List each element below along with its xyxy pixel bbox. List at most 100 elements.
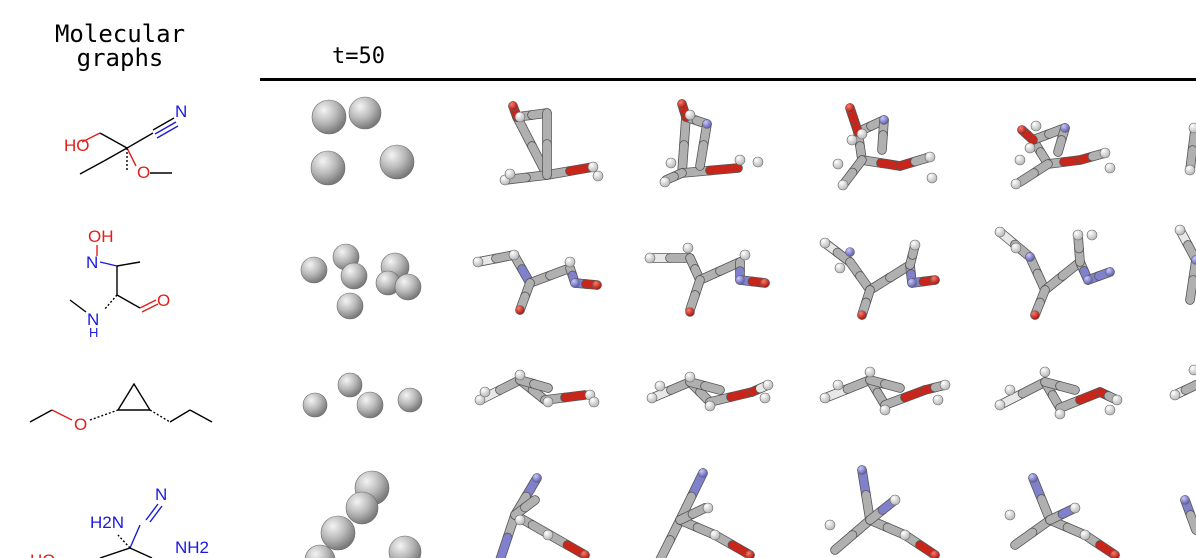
bond <box>706 164 742 175</box>
atom <box>735 275 745 285</box>
atom <box>1054 408 1066 420</box>
column-title: Molecular graphs <box>54 20 186 72</box>
atom <box>474 394 486 406</box>
atom-sphere <box>348 96 382 130</box>
bond <box>1181 381 1196 394</box>
atom <box>592 170 604 182</box>
atom <box>1104 404 1116 416</box>
atom <box>834 262 846 274</box>
atom <box>1010 242 1022 254</box>
stick-model-row4-d <box>1004 473 1120 558</box>
atom <box>588 396 600 408</box>
atom <box>819 237 831 249</box>
atom <box>1180 495 1190 505</box>
atom <box>1039 366 1051 378</box>
stick-model-row2-d <box>994 226 1115 320</box>
atom <box>760 278 770 288</box>
atom <box>759 392 771 404</box>
atom <box>1083 275 1093 285</box>
atom <box>845 103 855 113</box>
graph-4-label-ho: HO <box>30 551 56 558</box>
atom <box>879 404 891 416</box>
stick-model-row4-b <box>655 468 755 558</box>
atom <box>734 154 746 166</box>
bond <box>831 531 857 554</box>
atom <box>479 386 491 398</box>
atom <box>514 369 526 381</box>
atom <box>1069 502 1081 514</box>
atom <box>932 394 944 406</box>
atom <box>684 109 696 121</box>
bond <box>1016 169 1038 186</box>
atom <box>1024 142 1036 154</box>
atom-sphere <box>300 256 328 284</box>
atom <box>570 278 580 288</box>
atom <box>846 134 858 146</box>
graph-4-label-nh2: NH2 <box>175 538 209 557</box>
stick-model-row1-e <box>1184 122 1196 176</box>
atom <box>654 380 666 392</box>
atom <box>1105 267 1115 277</box>
atom <box>864 366 876 378</box>
atom-sphere <box>388 535 422 558</box>
atom <box>1191 255 1196 265</box>
atom-sphere <box>379 144 415 180</box>
atom <box>1086 229 1098 241</box>
sphere-cluster-row2 <box>300 243 422 320</box>
atom <box>1184 164 1196 176</box>
atom <box>677 99 687 109</box>
atom <box>1017 125 1027 135</box>
stick-model-row4-a <box>495 473 590 558</box>
atom <box>702 119 712 129</box>
atom <box>514 514 526 526</box>
atom <box>1104 162 1116 174</box>
atom <box>684 371 696 383</box>
atom <box>587 161 599 173</box>
atom <box>924 151 936 163</box>
bond <box>496 533 512 558</box>
graph-4-label-n: N <box>155 485 167 504</box>
stick-model-row3-e <box>1169 364 1196 401</box>
atom <box>739 249 751 261</box>
graph-2-label-oh: OH <box>88 227 114 246</box>
atom <box>832 158 844 170</box>
atom <box>685 307 695 317</box>
stick-model-row2-b <box>644 242 770 317</box>
atom <box>472 256 484 268</box>
atom <box>1174 224 1186 236</box>
atom <box>939 379 951 391</box>
bond <box>701 382 724 394</box>
atom <box>857 310 867 320</box>
atom <box>702 502 714 514</box>
atom <box>508 101 518 111</box>
bond <box>1186 276 1196 304</box>
atom <box>704 400 716 412</box>
sphere-cluster-row4 <box>304 470 422 558</box>
atom-sphere <box>302 392 328 418</box>
atom <box>542 529 554 541</box>
graph-2-label-n-top: N <box>86 253 98 272</box>
atom <box>930 275 940 285</box>
atom <box>1010 178 1022 190</box>
atom <box>646 392 658 404</box>
stick-model-row1-b <box>659 99 764 188</box>
atom <box>580 550 590 558</box>
bond <box>521 496 539 512</box>
graph-3-label-o: O <box>74 415 87 434</box>
atom <box>542 396 554 408</box>
stick-model-row2-e <box>1174 224 1196 305</box>
atom <box>698 468 708 478</box>
atom <box>907 278 917 288</box>
bond <box>1186 511 1196 534</box>
graph-1-label-ho: HO <box>64 136 90 155</box>
atom-sphere <box>310 150 346 186</box>
atom-sphere <box>320 515 356 551</box>
atom <box>504 168 516 180</box>
molecular-graph-4 <box>99 503 163 558</box>
atom <box>508 249 520 261</box>
bond <box>656 536 674 558</box>
atom <box>515 305 525 315</box>
atom <box>832 379 844 391</box>
atom <box>1004 509 1016 521</box>
